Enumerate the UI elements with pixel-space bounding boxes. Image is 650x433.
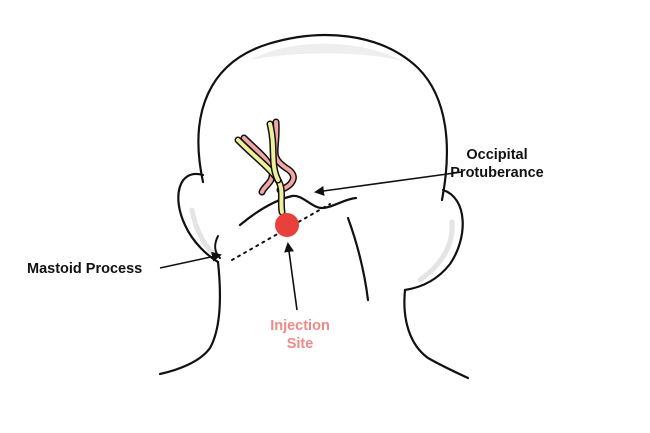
left-ear-shadow [189,207,219,259]
occipital-label-line-2: Protuberance [450,165,544,181]
occipital-label-line-1: Occipital [466,147,528,163]
skull-outline [197,33,449,202]
neck-left [158,260,222,376]
left-ear [177,172,220,264]
occipital-ridge [238,194,358,227]
occipital-nerve [234,118,297,216]
injection-site-label: Injection Site [250,317,350,353]
injection-label-line-2: Site [286,336,314,352]
occipital-protuberance-label: Occipital Protuberance [432,146,562,182]
neck-muscle-line [346,216,370,302]
injection-arrow [284,242,298,311]
right-ear-shadow [417,219,455,283]
occipital-arrow [314,171,463,196]
skull-shading [250,43,405,62]
right-ear [403,188,464,292]
mastoid-arrow [159,251,222,269]
mastoid-process-label: Mastoid Process [27,261,143,277]
injection-site-dot [275,213,299,237]
injection-label-line-1: Injection [270,318,330,334]
neck-right [403,288,470,380]
